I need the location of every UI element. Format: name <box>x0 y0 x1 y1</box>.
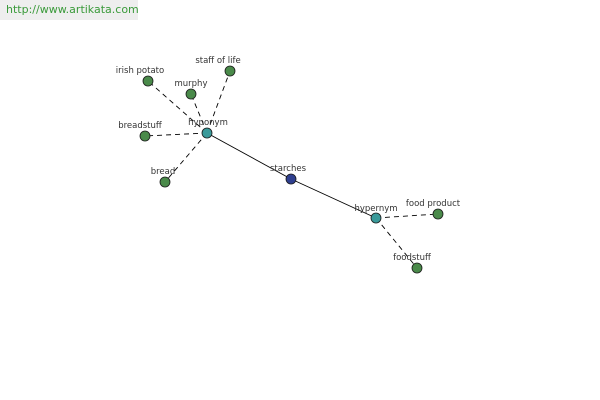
node-murphy[interactable] <box>185 88 197 100</box>
node-hypernym <box>370 212 382 224</box>
edge-layer <box>144 70 439 269</box>
node-bread[interactable] <box>159 176 171 188</box>
site-url-text[interactable]: http://www.artikata.com <box>6 3 139 16</box>
edge-hyponym-staff-of-life <box>206 70 231 134</box>
label-foodstuff[interactable]: foodstuff <box>393 253 432 263</box>
edge-hyponym-bread <box>164 132 208 183</box>
node-irish-potato[interactable] <box>142 75 154 87</box>
label-bread[interactable]: bread <box>151 167 176 177</box>
label-hyponym: hyponym <box>188 118 228 128</box>
edge-hyponym-murphy <box>190 93 208 134</box>
label-starches[interactable]: starches <box>270 164 307 174</box>
edge-hyponym-irish-potato <box>147 80 208 134</box>
label-food-product[interactable]: food product <box>406 199 461 209</box>
node-breadstuff[interactable] <box>139 130 151 142</box>
node-foodstuff[interactable] <box>411 262 423 274</box>
edge-starches-hypernym <box>290 178 377 219</box>
node-starches[interactable] <box>285 173 297 185</box>
label-hypernym: hypernym <box>354 204 397 214</box>
node-food-product[interactable] <box>432 208 444 220</box>
site-url-banner[interactable]: http://www.artikata.com <box>0 0 139 20</box>
edge-hyponym-breadstuff <box>144 132 208 137</box>
node-layer: starches hyponym hypernym irish potato murph… <box>116 56 461 274</box>
edge-starches-hyponym <box>206 132 292 180</box>
node-staff-of-life[interactable] <box>224 65 236 77</box>
edge-hypernym-foodstuff <box>375 217 418 269</box>
label-murphy[interactable]: murphy <box>175 79 208 89</box>
label-breadstuff[interactable]: breadstuff <box>118 121 163 131</box>
edge-hypernym-food-product <box>375 213 439 219</box>
label-staff-of-life[interactable]: staff of life <box>195 56 240 66</box>
label-irish-potato[interactable]: irish potato <box>116 66 164 76</box>
node-hyponym <box>201 127 213 139</box>
